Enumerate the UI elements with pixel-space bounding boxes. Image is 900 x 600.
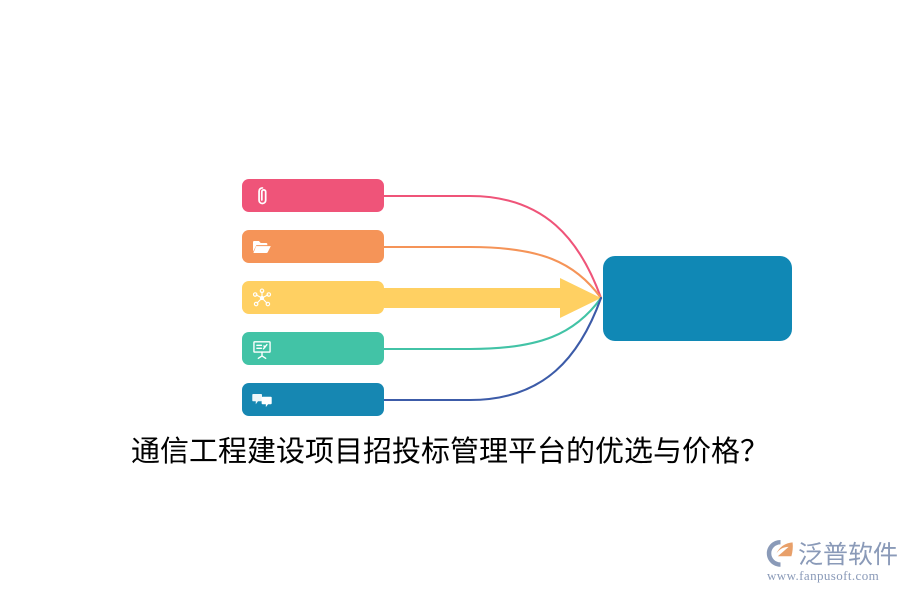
category-bar-3[interactable]: [242, 281, 384, 314]
target-box[interactable]: [603, 256, 792, 341]
category-bar-4[interactable]: [242, 332, 384, 365]
brand-logo: 泛普软件 www.fanpusoft.com: [765, 536, 899, 590]
category-bar-1[interactable]: [242, 179, 384, 212]
connector-line-1: [382, 194, 603, 300]
network-hub-icon: [251, 287, 273, 309]
category-bar-5[interactable]: [242, 383, 384, 416]
logo-url: www.fanpusoft.com: [767, 568, 880, 583]
connector-line-2: [382, 245, 603, 300]
folder-icon: [251, 236, 273, 258]
presentation-board-icon: [251, 338, 273, 360]
fanpu-logo-mark: [765, 538, 795, 568]
connector-line-5: [382, 296, 603, 402]
connector-line-4: [382, 296, 603, 351]
chat-bubbles-icon: [251, 389, 273, 411]
logo-wordmark: 泛普软件: [798, 542, 899, 569]
page-title: 通信工程建设项目招投标管理平台的优选与价格？: [130, 436, 769, 468]
paperclip-icon: [251, 185, 273, 207]
connector-arrow-3: [384, 278, 601, 318]
category-bar-2[interactable]: [242, 230, 384, 263]
